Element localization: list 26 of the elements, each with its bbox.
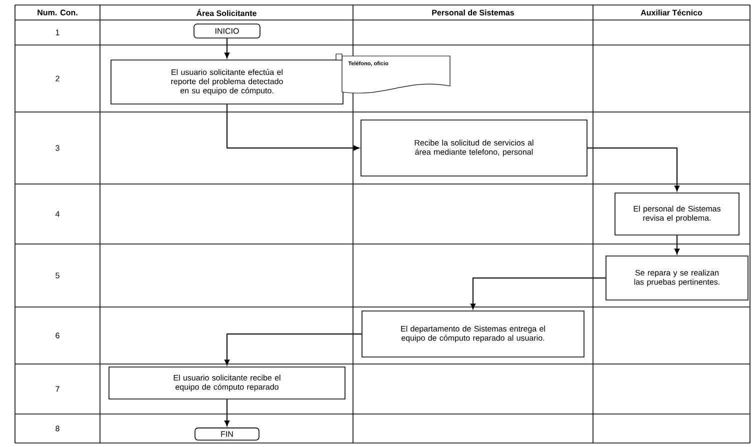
column-header: Área Solicitante: [196, 8, 256, 16]
row-number: 4: [55, 211, 60, 217]
arrow: [224, 334, 362, 366]
row-number: 7: [56, 386, 60, 392]
process-box: El departamento de Sistemas entrega el equipo de cómputo reparado al usuario.: [362, 310, 584, 358]
process-box: Recibe la solicitud de servicios al área mediante telefono, personal: [360, 120, 588, 176]
row-number: 3: [56, 145, 60, 151]
column-header: Auxiliar Técnico: [640, 10, 702, 16]
terminal-box: INICIO: [194, 24, 260, 38]
row-number: 5: [56, 272, 60, 278]
arrow: [224, 398, 230, 426]
process-box: El usuario solicitante recibe el equipo de cómputo reparado: [108, 366, 346, 400]
terminal-box: FIN: [194, 428, 260, 440]
row-number: 8: [56, 426, 60, 432]
row-number: 1: [56, 30, 60, 36]
column-header: Num. Con.: [38, 10, 78, 16]
row-number: 6: [56, 332, 60, 338]
arrow: [674, 234, 680, 254]
row-number: 2: [56, 76, 60, 82]
process-box: Se repara y se realizan las pruebas pertinentes.: [606, 256, 748, 300]
arrow: [226, 104, 360, 151]
arrow: [586, 148, 680, 192]
arrow: [224, 38, 230, 58]
arrow: [470, 278, 606, 310]
process-box: El personal de Sistemas revisa el problema.: [614, 192, 740, 236]
column-header: Personal de Sistemas: [432, 10, 514, 16]
